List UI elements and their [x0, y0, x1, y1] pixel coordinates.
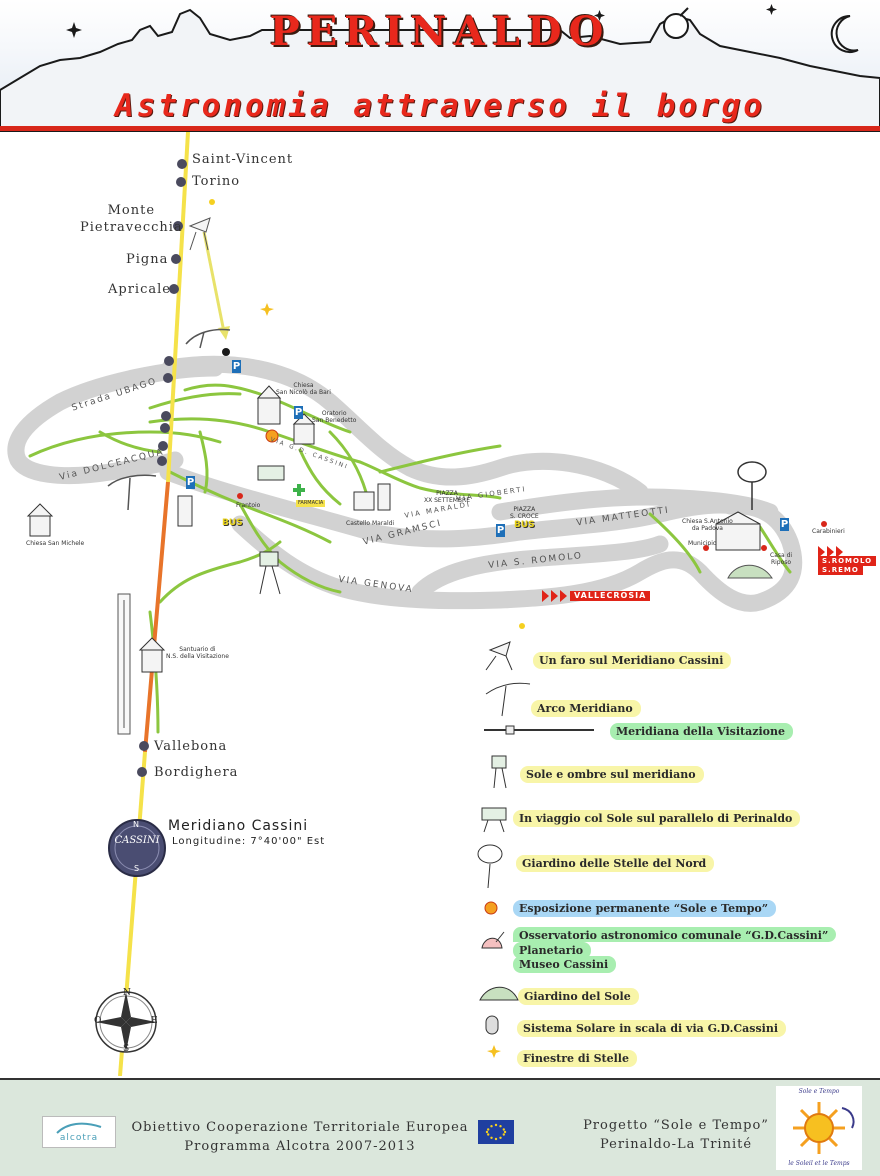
medal-n: N	[133, 820, 139, 829]
program-text: Obiettivo Cooperazione Territoriale Euro…	[130, 1118, 470, 1156]
destination-s-remo: S.REMO	[818, 565, 863, 575]
place-chiesa-san-michele: Chiesa San Michele	[26, 540, 85, 547]
meridian-longitude: Longitudine: 7°40'00" Est	[172, 836, 326, 847]
page-subtitle: Astronomia attraverso il borgo	[115, 88, 765, 124]
place-carabinieri: Carabinieri	[812, 528, 845, 535]
header-banner: PERINALDO Astronomia attraverso il borgo	[0, 0, 880, 132]
legend-item-in-viaggio: In viaggio col Sole sul parallelo di Per…	[513, 810, 801, 827]
parking-sign-5: P	[780, 518, 789, 531]
legend-item-sistema-solare: Sistema Solare in scala di via G.D.Cassi…	[517, 1020, 787, 1037]
legend-item-osservatorio: Osservatorio astronomico comunale “G.D.C…	[513, 927, 837, 942]
skyline-silhouette	[0, 4, 880, 132]
legend-icons	[477, 623, 594, 1058]
legend-item-lighthouse: Un faro sul Meridiano Cassini	[533, 652, 732, 669]
place-piazza-s-croce: PIAZZA S. CROCE	[510, 506, 539, 520]
road-via-genova	[231, 497, 803, 612]
town-map: Saint-Vincent Torino Monte Pietravecchia…	[0, 132, 880, 1076]
sole-e-tempo-logo: Sole e Tempo le Soleil et le Temps	[776, 1086, 862, 1170]
meridian-line-yellow-north	[166, 132, 190, 483]
place-farmacia: FARMACIA	[296, 500, 326, 507]
road-upper-loop	[161, 355, 649, 501]
program-line-2: Programma Alcotra 2007-2013	[184, 1139, 416, 1154]
town-apricale: Apricale	[108, 282, 171, 297]
alcotra-logo: alcotra	[42, 1116, 116, 1148]
road-via-s-romolo	[411, 535, 669, 601]
legend-item-arco-meridiano: Arco Meridiano	[531, 700, 641, 717]
legend-item-esposizione: Esposizione permanente “Sole e Tempo”	[513, 900, 777, 917]
town-bordighera: Bordighera	[154, 765, 239, 780]
parking-sign-3: P	[186, 476, 195, 489]
legend-item-stelle-nord: Giardino delle Stelle del Nord	[516, 855, 715, 872]
place-frantoio: Frantoio	[236, 502, 261, 509]
meridian-line-orange	[143, 481, 170, 753]
legend-item-sole-ombre: Sole e ombre sul meridiano	[520, 766, 704, 783]
alcotra-wave-icon	[56, 1122, 102, 1134]
medal-text: CASSINI	[114, 835, 160, 846]
road-strada-ubago	[7, 359, 224, 485]
parking-sign-2: P	[294, 406, 303, 419]
legend-item-giardino-sole: Giardino del Sole	[518, 988, 639, 1005]
town-vallebona: Vallebona	[154, 739, 228, 754]
header-divider	[0, 126, 880, 131]
meridian-name: Meridiano Cassini	[168, 818, 309, 834]
town-saint-vincent: Saint-Vincent	[192, 152, 294, 167]
program-line-1: Obiettivo Cooperazione Territoriale Euro…	[131, 1120, 469, 1135]
place-municipio: Municipio	[688, 540, 717, 547]
place-castello-maraldi: Castello Maraldi	[346, 520, 395, 527]
town-torino: Torino	[192, 174, 241, 189]
sun-logo-icon	[793, 1102, 855, 1154]
project-text: Progetto “Sole e Tempo” Perinaldo-La Tri…	[566, 1116, 786, 1154]
road-via-matteotti	[491, 488, 779, 521]
medal-s: S	[134, 864, 140, 873]
project-line-1: Progetto “Sole e Tempo”	[583, 1118, 769, 1133]
legend-item-planetario: Planetario	[513, 942, 592, 959]
logo-text-bottom: le Soleil et le Temps	[788, 1160, 850, 1167]
town-pigna: Pigna	[126, 252, 169, 267]
place-chiesa-san-nicolo: Chiesa San Nicolò da Bari	[276, 382, 331, 396]
legend-item-meridiana-visitazione: Meridiana della Visitazione	[610, 723, 793, 740]
page-title: PERINALDO	[269, 8, 611, 55]
project-line-2: Perinaldo-La Trinité	[599, 1137, 753, 1152]
compass-e: E	[151, 1016, 158, 1026]
logo-text-top: Sole e Tempo	[798, 1088, 840, 1095]
destination-vallecrosia: VALLECROSIA	[570, 591, 651, 601]
place-oratorio-san-benedetto: Oratorio San Benedetto	[312, 410, 357, 424]
town-monte-pietravecchia: Monte Pietravecchia	[80, 203, 183, 235]
destination-s-romolo: S.ROMOLO	[818, 556, 877, 566]
bus-stop-1: BUS	[222, 518, 243, 528]
legend-item-museo-cassini: Museo Cassini	[513, 956, 617, 973]
compass-o: O	[94, 1016, 102, 1026]
compass-s: S	[123, 1044, 130, 1054]
map-graphics	[7, 132, 843, 1076]
compass-n: N	[123, 988, 131, 998]
legend-item-finestre-stelle: Finestre di Stelle	[517, 1050, 637, 1067]
place-piazza-xx-settembre: PIAZZA XX SETTEMBRE	[424, 490, 470, 504]
place-chiesa-s-antonio: Chiesa S.Antonio da Padova	[682, 518, 733, 532]
place-casa-di-riposo: Casa di Riposo	[770, 552, 793, 566]
parking-sign-1: P	[232, 360, 241, 373]
alcotra-logo-text: alcotra	[59, 1133, 99, 1143]
place-santuario: Santuario di N.S. della Visitazione	[166, 646, 229, 660]
footer: alcotra Obiettivo Cooperazione Territori…	[0, 1078, 880, 1176]
eu-flag-icon	[478, 1120, 514, 1144]
eu-stars-icon	[485, 1123, 507, 1141]
parking-sign-4: P	[496, 524, 505, 537]
bus-stop-2: BUS	[514, 520, 535, 530]
